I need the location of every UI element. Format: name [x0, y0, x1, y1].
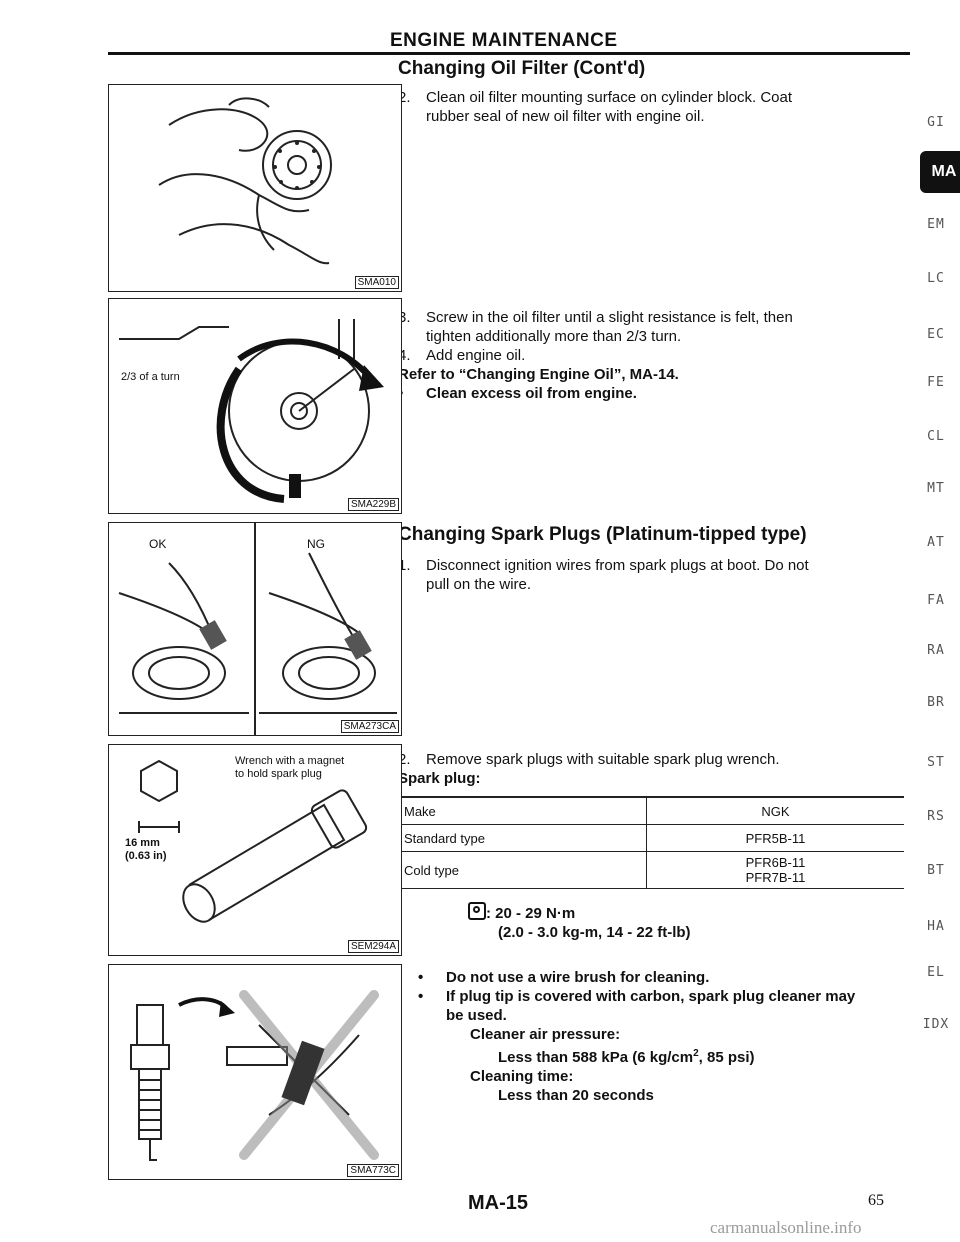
page-number: 65: [868, 1192, 884, 1209]
ng-label: NG: [307, 537, 325, 551]
side-tab-ec[interactable]: EC: [927, 327, 945, 342]
side-tab-cl[interactable]: CL: [927, 429, 945, 444]
spark-plug-step-1: 1.Disconnect ignition wires from spark p…: [398, 557, 809, 593]
header-rule: [108, 52, 910, 55]
side-tab-st[interactable]: ST: [927, 755, 945, 770]
side-tab-bt[interactable]: BT: [927, 863, 945, 878]
spark-plug-table: Make NGK Standard type PFR5B-11 Cold typ…: [398, 796, 904, 889]
figure-ignition-wire-ok-ng: OK NG SMA273CA: [108, 522, 402, 736]
figure-id-label: SEM294A: [347, 940, 399, 953]
side-tab-gi[interactable]: GI: [927, 115, 945, 130]
side-tab-mt[interactable]: MT: [927, 481, 945, 496]
figure-id-label: SMA229B: [347, 498, 399, 511]
side-tab-lc[interactable]: LC: [927, 271, 945, 286]
watermark-site: carmanualsonline.info: [710, 1218, 862, 1237]
ok-label: OK: [149, 537, 167, 551]
side-tab-em[interactable]: EM: [927, 217, 945, 232]
figure-spark-plug-cleaning: SMA773C: [108, 964, 402, 1180]
ignition-wire-illustration: [118, 523, 397, 735]
page-code: MA-15: [468, 1192, 529, 1214]
side-tab-el[interactable]: EL: [927, 965, 945, 980]
spark-plug-section-title: Changing Spark Plugs (Platinum-tipped ty…: [398, 524, 807, 545]
spark-plug-cleaning-illustration: [130, 990, 379, 1161]
torque-wrench-icon: [468, 902, 486, 920]
oil-filter-step-2: 2.Clean oil filter mounting surface on c…: [398, 89, 793, 125]
turn-annotation: 2/3 of a turn: [121, 371, 180, 383]
figure-id-label: SMA010: [354, 276, 399, 289]
cleaning-notes: •Do not use a wire brush for cleaning. •…: [418, 969, 856, 1104]
wrench-dimension: 16 mm(0.63 in): [125, 837, 167, 862]
side-tab-fa[interactable]: FA: [927, 593, 945, 608]
oil-filter-steps-3-4: 3.Screw in the oil filter until a slight…: [398, 308, 908, 403]
page-header-title: ENGINE MAINTENANCE: [390, 30, 618, 51]
figure-id-label: SMA273CA: [340, 720, 399, 733]
figure-id-label: SMA773C: [347, 1164, 399, 1177]
side-tab-at[interactable]: AT: [927, 535, 945, 550]
side-tab-ma[interactable]: MA: [920, 151, 960, 193]
refer-note: Refer to “Changing Engine Oil”, MA-14.: [398, 366, 679, 383]
table-row: Make NGK: [398, 796, 904, 825]
oil-filter-section-title: Changing Oil Filter (Cont'd): [398, 58, 646, 79]
spark-plug-table-title: Spark plug:: [398, 770, 481, 787]
side-tab-fe[interactable]: FE: [927, 375, 945, 390]
spark-plug-step-2: 2.Remove spark plugs with suitable spark…: [398, 750, 908, 788]
figure-oil-filter-seal: SMA010: [108, 84, 402, 292]
torque-spec: : 20 - 29 N·m (2.0 - 3.0 kg-m, 14 - 22 f…: [468, 902, 691, 942]
side-tab-br[interactable]: BR: [927, 695, 945, 710]
hand-oil-filter-illustration: [158, 97, 332, 265]
side-tab-ra[interactable]: RA: [927, 643, 945, 658]
oil-filter-turn-illustration: [119, 319, 384, 503]
side-tab-idx[interactable]: IDX: [922, 1017, 950, 1032]
side-tab-rs[interactable]: RS: [927, 809, 945, 824]
wrench-illustration: [138, 759, 368, 923]
figure-two-thirds-turn: 2/3 of a turn SMA229B: [108, 298, 402, 514]
side-tab-ha[interactable]: HA: [927, 919, 945, 934]
table-row: Standard type PFR5B-11: [398, 824, 904, 852]
